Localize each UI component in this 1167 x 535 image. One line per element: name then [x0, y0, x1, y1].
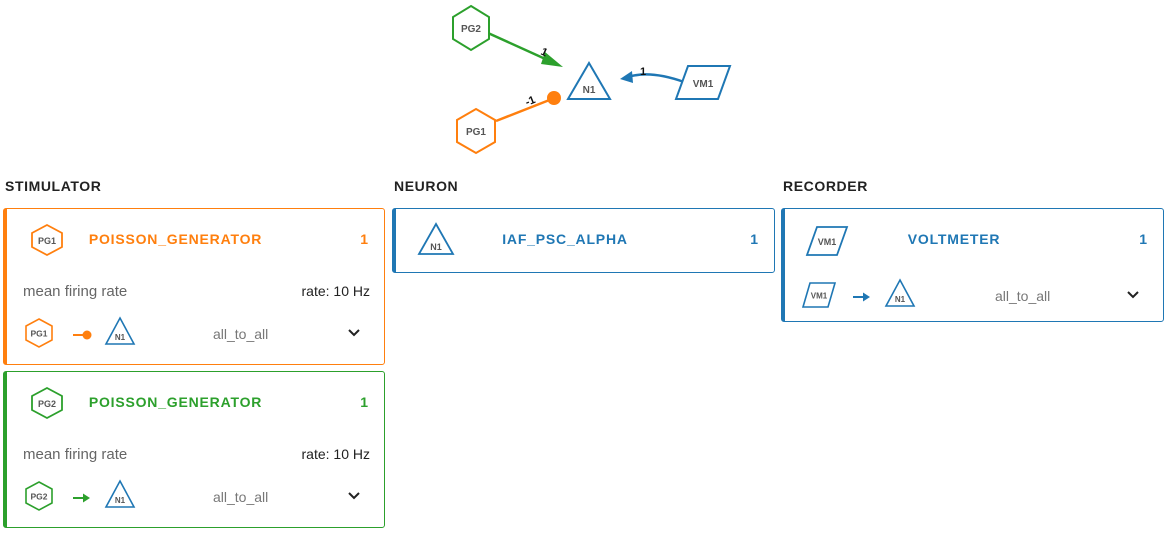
arrow-right-icon: [853, 292, 870, 302]
svg-text:PG1: PG1: [38, 236, 56, 246]
edge-weight: 1: [640, 66, 646, 78]
hexagon-icon: PG2: [25, 481, 53, 511]
inhibitory-connector-icon: [73, 330, 92, 340]
graph-node-vm1[interactable]: VM1: [674, 65, 732, 100]
param-row[interactable]: mean firing rate rate: 10 Hz: [7, 434, 384, 472]
svg-text:PG2: PG2: [30, 492, 47, 502]
connection-rule: all_to_all: [213, 489, 269, 505]
card-header[interactable]: VM1 VOLTMETER 1: [785, 209, 1163, 271]
param-row[interactable]: mean firing rate rate: 10 Hz: [7, 271, 384, 309]
card-header[interactable]: PG1 POISSON_GENERATOR 1: [7, 209, 384, 271]
node-card-pg1[interactable]: PG1 POISSON_GENERATOR 1 mean firing rate…: [3, 208, 385, 365]
node-count: 1: [750, 231, 758, 247]
chevron-down-icon[interactable]: [1125, 289, 1141, 301]
node-label: N1: [583, 85, 596, 96]
node-count: 1: [1139, 231, 1147, 247]
node-count: 1: [360, 231, 368, 247]
param-name: mean firing rate: [23, 283, 128, 300]
parallelogram-icon: VM1: [805, 226, 849, 256]
card-header[interactable]: PG2 POISSON_GENERATOR 1: [7, 372, 384, 434]
svg-text:PG1: PG1: [30, 329, 47, 339]
network-graph[interactable]: 1 -1 1 PG2 PG1 N1 VM1: [0, 0, 1167, 170]
svg-text:PG2: PG2: [38, 399, 56, 409]
node-card-vm1[interactable]: VM1 VOLTMETER 1 VM1 N1 all_to_all: [781, 208, 1164, 322]
parallelogram-icon: [674, 65, 732, 100]
model-name: POISSON_GENERATOR: [88, 231, 263, 247]
node-label: VM1: [693, 79, 714, 90]
connection-rule: all_to_all: [995, 288, 1051, 304]
graph-node-n1[interactable]: N1: [566, 61, 612, 100]
hexagon-icon: PG1: [25, 318, 53, 348]
edge-weight: 1: [539, 46, 550, 59]
svg-text:N1: N1: [115, 496, 126, 505]
graph-node-pg2[interactable]: PG2: [452, 4, 490, 52]
param-value: rate: 10 Hz: [301, 283, 370, 299]
hexagon-icon: [456, 107, 496, 155]
triangle-icon: N1: [104, 316, 136, 345]
graph-node-pg1[interactable]: PG1: [456, 107, 496, 155]
triangle-icon: [566, 61, 612, 100]
arrow-right-icon: [73, 493, 90, 503]
column-title: NEURON: [394, 178, 459, 194]
triangle-icon: N1: [104, 479, 136, 508]
svg-text:N1: N1: [115, 333, 126, 342]
node-label: PG2: [461, 24, 481, 35]
svg-text:N1: N1: [430, 242, 442, 252]
neuron-column: NEURON N1 IAF_PSC_ALPHA 1: [392, 176, 775, 279]
hexagon-icon: [452, 4, 490, 52]
connection-row[interactable]: VM1 N1 all_to_all: [785, 271, 1163, 323]
node-card-pg2[interactable]: PG2 POISSON_GENERATOR 1 mean firing rate…: [3, 371, 385, 528]
card-header[interactable]: N1 IAF_PSC_ALPHA 1: [396, 209, 774, 271]
node-card-n1[interactable]: N1 IAF_PSC_ALPHA 1: [392, 208, 775, 273]
edge-weight: -1: [524, 94, 538, 109]
inhibitory-dot-icon: [547, 91, 561, 105]
node-label: PG1: [466, 127, 486, 138]
node-count: 1: [360, 394, 368, 410]
parallelogram-icon: VM1: [801, 282, 837, 308]
connection-row[interactable]: PG1 N1 all_to_all: [7, 309, 384, 361]
arrowhead-icon: [541, 52, 563, 67]
connection-row[interactable]: PG2 N1 all_to_all: [7, 472, 384, 524]
param-name: mean firing rate: [23, 446, 128, 463]
hexagon-icon: PG2: [31, 386, 63, 420]
chevron-down-icon[interactable]: [346, 490, 362, 502]
param-value: rate: 10 Hz: [301, 446, 370, 462]
arrowhead-icon: [620, 71, 633, 83]
triangle-icon: N1: [417, 222, 455, 255]
edge-pg2-n1[interactable]: 1: [487, 31, 563, 67]
edge-pg1-n1[interactable]: -1: [495, 91, 561, 123]
model-name: IAF_PSC_ALPHA: [502, 231, 628, 247]
connection-rule: all_to_all: [213, 326, 269, 342]
svg-text:VM1: VM1: [818, 237, 837, 247]
triangle-icon: N1: [884, 278, 916, 307]
edge-vm1-n1[interactable]: 1: [620, 66, 685, 84]
chevron-down-icon[interactable]: [346, 327, 362, 339]
column-title: RECORDER: [783, 178, 868, 194]
svg-text:N1: N1: [895, 295, 906, 304]
column-title: STIMULATOR: [5, 178, 102, 194]
stimulator-column: STIMULATOR PG1 POISSON_GENERATOR 1 mean …: [3, 176, 385, 534]
hexagon-icon: PG1: [31, 223, 63, 257]
model-name: VOLTMETER: [907, 231, 1001, 247]
svg-text:VM1: VM1: [811, 292, 828, 301]
recorder-column: RECORDER VM1 VOLTMETER 1 VM1 N1 all_to_: [781, 176, 1164, 328]
model-name: POISSON_GENERATOR: [88, 394, 263, 410]
